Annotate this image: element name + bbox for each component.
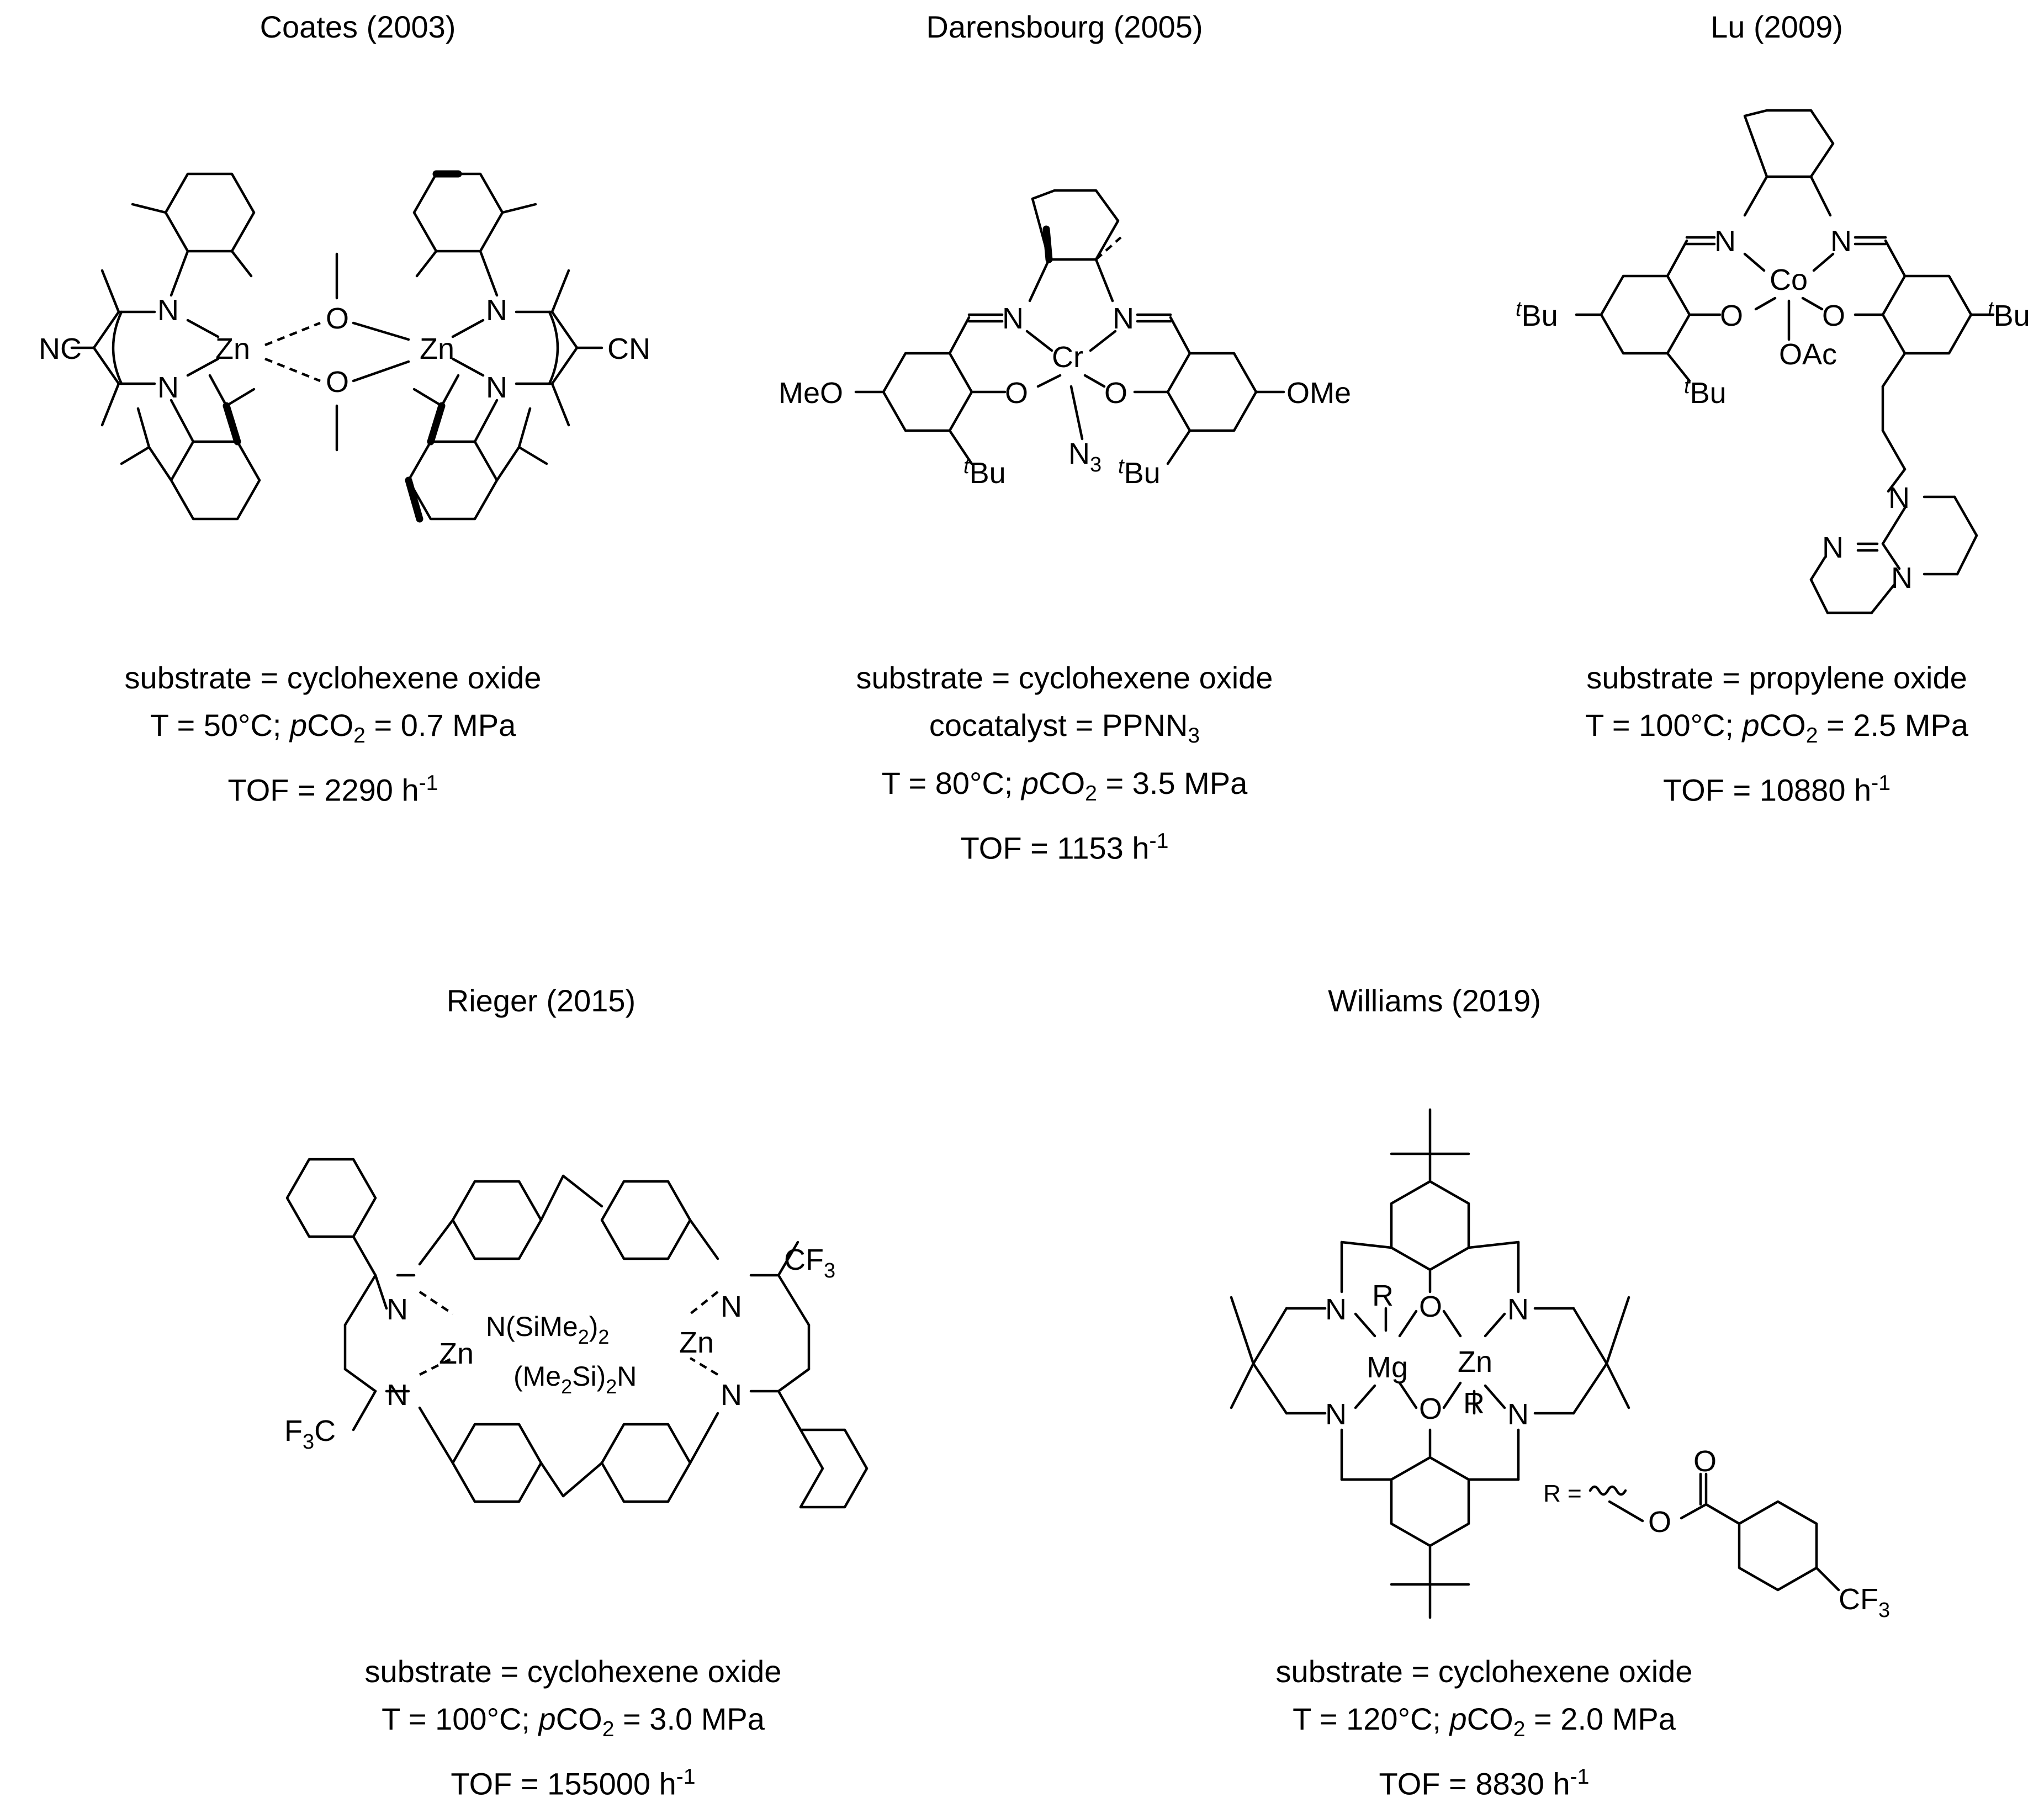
structure-rieger: Zn Zn N N N N N(SiMe2)2 (Me2Si)2N CF3 F3…	[284, 1158, 869, 1509]
substrate-line: substrate = cyclohexene oxide	[364, 1654, 782, 1689]
atom-f3c: F3C	[284, 1414, 336, 1454]
atom-n: N	[1830, 225, 1852, 258]
atom-cf3: CF3	[784, 1243, 835, 1282]
temperature-pressure-line: T = 80°C; pCO2 = 3.5 MPa	[881, 766, 1248, 806]
atom-zn: Zn	[1458, 1345, 1492, 1378]
atom-n: N	[486, 371, 507, 404]
atom-o: O	[326, 365, 349, 399]
atom-co: Co	[1770, 263, 1808, 296]
atom-o: O	[1419, 1392, 1442, 1425]
atom-mg: Mg	[1367, 1351, 1408, 1384]
atom-n: N	[1325, 1398, 1347, 1431]
atom-meo: MeO	[779, 377, 843, 410]
temperature-pressure-line: T = 100°C; pCO2 = 3.0 MPa	[382, 1701, 765, 1742]
atom-o: O	[1005, 377, 1028, 410]
atom-zn-left: Zn	[215, 332, 250, 365]
atom-n: N	[386, 1378, 408, 1412]
conditions-coates: substrate = cyclohexene oxide T = 50°C; …	[125, 654, 542, 814]
title-coates: Coates (2003)	[260, 9, 456, 44]
atom-o: O	[1693, 1445, 1717, 1478]
temperature-pressure-line: T = 50°C; pCO2 = 0.7 MPa	[150, 708, 516, 748]
atom-o: O	[326, 302, 349, 335]
atom-n: N	[1325, 1293, 1347, 1326]
atom-n: N	[157, 371, 179, 404]
atom-n: N	[721, 1290, 742, 1323]
tof-line: TOF = 8830 h-1	[1379, 1765, 1590, 1801]
atom-r: R	[1372, 1279, 1394, 1312]
r-definition-label: R =	[1543, 1480, 1582, 1507]
conditions-rieger: substrate = cyclohexene oxide T = 100°C;…	[365, 1648, 782, 1808]
atom-n3: N3	[1068, 437, 1102, 476]
atom-o: O	[1648, 1505, 1671, 1539]
substrate-line: substrate = propylene oxide	[1586, 660, 1967, 695]
atom-ome: OMe	[1286, 377, 1351, 410]
title-williams: Williams (2019)	[1328, 983, 1541, 1018]
atom-o: O	[1822, 299, 1845, 332]
atom-nc: NC	[39, 332, 82, 365]
atom-tbu: tBu	[963, 455, 1006, 490]
atom-r: R	[1463, 1387, 1485, 1420]
atom-cr: Cr	[1052, 341, 1083, 374]
temperature-pressure-line: T = 100°C; pCO2 = 2.5 MPa	[1585, 708, 1968, 748]
atom-n: N	[1507, 1293, 1529, 1326]
atom-n: N	[1891, 561, 1913, 595]
title-rieger: Rieger (2015)	[446, 983, 636, 1018]
atom-n: N	[1507, 1398, 1529, 1431]
atom-n: N	[721, 1378, 742, 1412]
tof-line: TOF = 2290 h-1	[227, 771, 438, 808]
title-lu: Lu (2009)	[1711, 9, 1843, 44]
atom-tbu: tBu	[1118, 455, 1161, 490]
atom-cf3: CF3	[1839, 1583, 1890, 1622]
conditions-williams: substrate = cyclohexene oxide T = 120°C;…	[1276, 1648, 1693, 1808]
atom-n: N	[1888, 481, 1910, 515]
atom-n: N	[157, 294, 179, 327]
atom-o: O	[1720, 299, 1743, 332]
atom-n: N	[1113, 302, 1134, 335]
structure-darensbourg: MeO OMe Cr N N O O N3 tBu tBu	[779, 189, 1351, 490]
temperature-pressure-line: T = 120°C; pCO2 = 2.0 MPa	[1293, 1701, 1676, 1742]
atom-silylamide: N(SiMe2)2	[486, 1311, 609, 1348]
substrate-line: substrate = cyclohexene oxide	[856, 660, 1273, 695]
atom-o: O	[1419, 1290, 1442, 1323]
atom-tbu: tBu	[1988, 298, 2030, 332]
cocatalyst-line: cocatalyst = PPNN3	[929, 708, 1200, 748]
atom-zn: Zn	[679, 1326, 714, 1359]
atom-n: N	[486, 294, 507, 327]
atom-n: N	[1714, 225, 1736, 258]
structure-lu: Co N N O O OAc tBu tBu tBu N N N	[1516, 109, 2030, 614]
atom-tbu: tBu	[1516, 298, 1558, 332]
atom-zn-right: Zn	[420, 332, 454, 365]
substrate-line: substrate = cyclohexene oxide	[1275, 1654, 1693, 1689]
atom-n: N	[1002, 302, 1024, 335]
atom-zn: Zn	[439, 1337, 474, 1370]
tof-line: TOF = 1153 h-1	[960, 829, 1169, 866]
title-darensbourg: Darensbourg (2005)	[926, 9, 1203, 44]
atom-silylamide: (Me2Si)2N	[513, 1361, 637, 1398]
atom-oac: OAc	[1779, 338, 1837, 371]
atom-n: N	[386, 1293, 408, 1326]
tof-line: TOF = 155000 h-1	[451, 1765, 696, 1801]
tof-line: TOF = 10880 h-1	[1662, 771, 1891, 808]
structure-coates: NC CN Zn Zn N N N N O O	[39, 170, 650, 523]
substrate-line: substrate = cyclohexene oxide	[124, 660, 542, 695]
atom-cn: CN	[607, 332, 650, 365]
conditions-darensbourg: substrate = cyclohexene oxide cocatalyst…	[856, 654, 1273, 872]
structure-williams: Mg Zn R R O O N N N N R = O O CF3	[1230, 1108, 1890, 1622]
atom-o: O	[1104, 377, 1127, 410]
conditions-lu: substrate = propylene oxide T = 100°C; p…	[1585, 654, 1968, 814]
atom-tbu: tBu	[1684, 375, 1727, 410]
atom-n: N	[1822, 531, 1844, 564]
